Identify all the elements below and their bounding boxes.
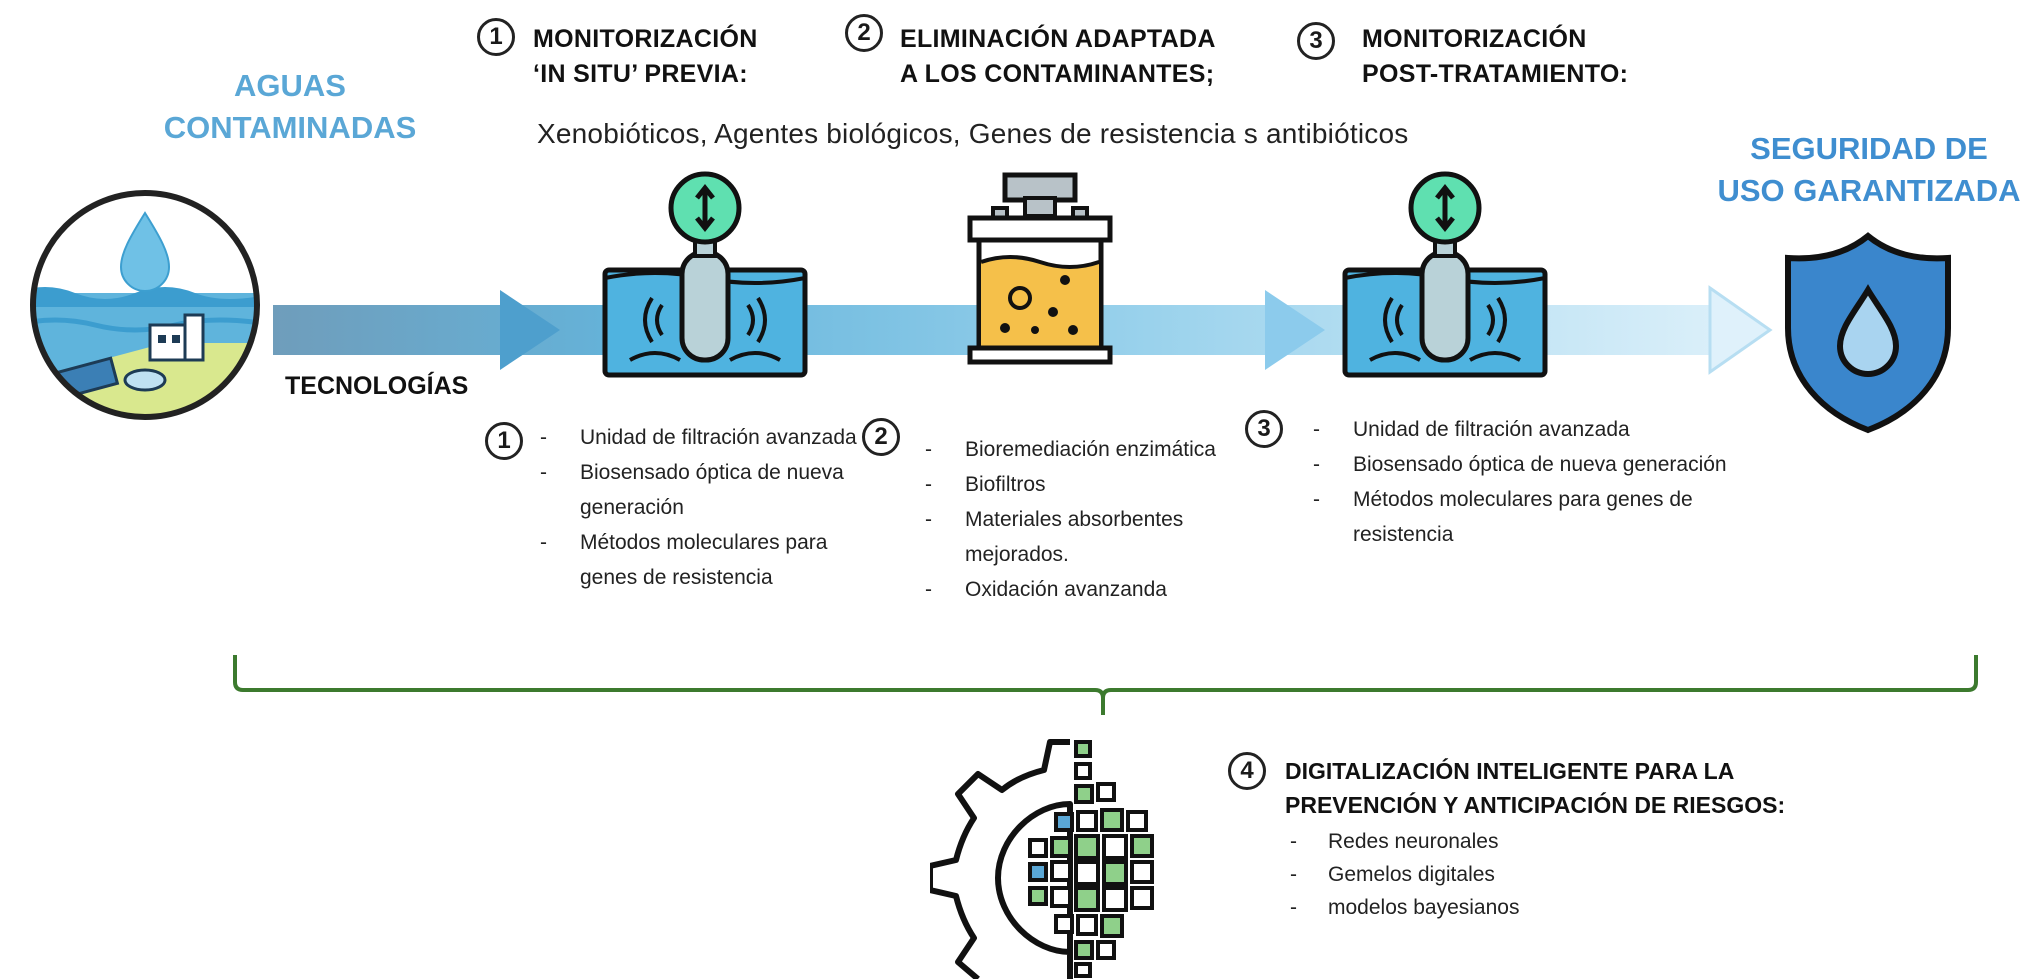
step-3-badge: 3 [1297,22,1335,60]
pollutants-text: Xenobióticos, Agentes biológicos, Genes … [537,118,1409,149]
left-title: AGUAS CONTAMINADAS [163,68,417,145]
step-3-technologies: Unidad de filtración avanzada Biosensado… [1313,412,1733,552]
sensor-probe-icon [1342,171,1548,378]
bioreactor-icon [967,172,1113,365]
step-4-techniques: Redes neuronales Gemelos digitales model… [1290,825,1710,924]
list-1-badge: 1 [485,422,523,460]
digital-gear-icon [930,739,1154,979]
step-2-title: ELIMINACIÓN ADAPTADA A LOS CONTAMINANTES… [900,25,1216,88]
list-item: Métodos moleculares para genes de resist… [540,525,870,595]
list-item: Biofiltros [925,467,1265,502]
list-item: Unidad de filtración avanzada [540,420,870,455]
list-item: Unidad de filtración avanzada [1313,412,1733,447]
step-2-technologies: Bioremediación enzimática Biofiltros Mat… [925,432,1265,607]
right-title: SEGURIDAD DE USO GARANTIZADA [1717,131,2021,208]
technologies-label: TECNOLOGÍAS [285,372,469,400]
step-3-title: MONITORIZACIÓN POST-TRATAMIENTO: [1362,25,1629,88]
list-item: Materiales absorbentes mejorados. [925,502,1265,572]
list-item: Bioremediación enzimática [925,432,1265,467]
list-item: Biosensado óptica de nueva generación [540,455,870,525]
list-item: Métodos moleculares para genes de resist… [1313,482,1733,552]
list-item: Redes neuronales [1290,825,1710,858]
sensor-probe-icon [602,171,808,378]
list-item: Biosensado óptica de nueva generación [1313,447,1733,482]
step-2-badge: 2 [845,14,883,52]
shield-drop-icon [1785,232,1951,434]
list-item: Oxidación avanzanda [925,572,1265,607]
step-4-title: DIGITALIZACIÓN INTELIGENTE PARA LA PREVE… [1285,758,1786,818]
step-1-badge: 1 [477,18,515,56]
list-item: modelos bayesianos [1290,891,1710,924]
list-2-badge: 2 [862,418,900,456]
step-4-badge: 4 [1228,752,1266,790]
list-3-badge: 3 [1245,410,1283,448]
step-1-title: MONITORIZACIÓN ‘IN SITU’ PREVIA: [533,25,758,88]
list-item: Gemelos digitales [1290,858,1710,891]
water-landscape-icon [30,190,260,420]
step-1-technologies: Unidad de filtración avanzada Biosensado… [540,420,870,595]
